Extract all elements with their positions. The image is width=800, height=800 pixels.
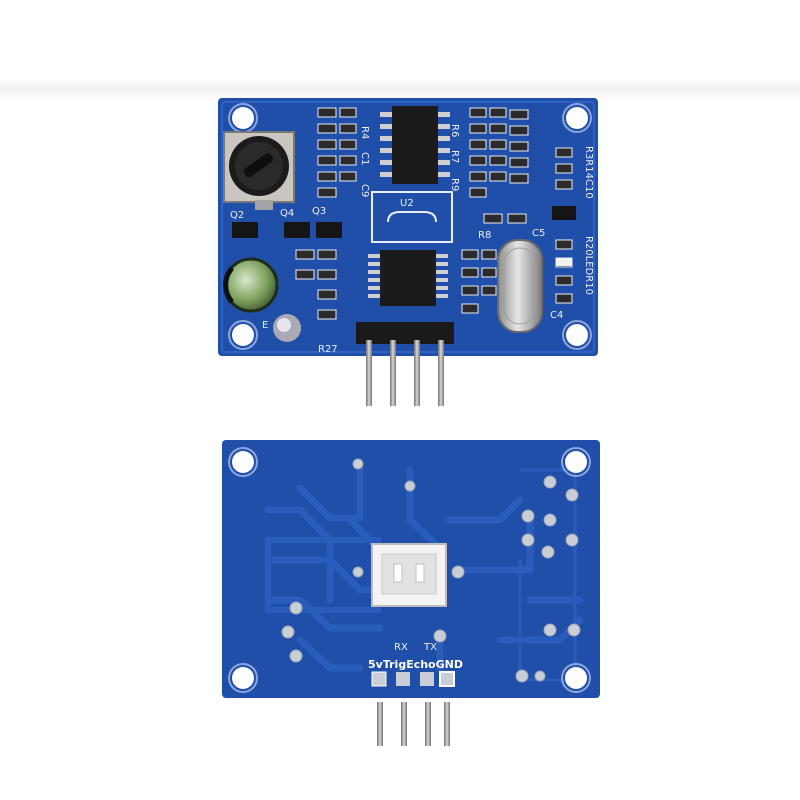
ic-chip-u1 <box>380 106 450 184</box>
led <box>556 258 572 266</box>
label-r27: R27 <box>318 344 338 355</box>
round-component <box>273 314 301 342</box>
jst-connector <box>371 543 447 607</box>
transistors <box>232 206 576 238</box>
label-c1: C1 <box>359 152 370 165</box>
label-c5: C5 <box>532 228 545 239</box>
label-r3r14c10: R3R14C10 <box>583 146 594 199</box>
solder-pads <box>281 458 581 683</box>
label-r8: R8 <box>478 230 491 241</box>
label-e: E <box>262 320 268 331</box>
label-r6: R6 <box>449 124 460 137</box>
mounting-hole <box>562 103 592 133</box>
label-r20ledr10: R20LEDR10 <box>583 236 594 295</box>
potentiometer <box>223 131 295 210</box>
electrolytic-capacitor <box>223 257 279 313</box>
mounting-hole <box>228 103 258 133</box>
label-rx: RX <box>394 642 408 653</box>
label-c4: C4 <box>550 310 563 321</box>
bottom-pcb-board: RX TX 5vTrigEchoGND <box>222 440 600 746</box>
mounting-hole <box>561 447 591 477</box>
top-pcb-board: R4 C1 C9 R6 R7 R9 U2 Q2 Q4 Q3 R8 C5 R3R1… <box>218 98 598 406</box>
crystal-oscillator <box>497 239 543 333</box>
label-r9: R9 <box>449 178 460 191</box>
label-c9: C9 <box>359 184 370 197</box>
mounting-hole <box>561 663 591 693</box>
label-q3: Q3 <box>312 206 326 217</box>
label-r4: R4 <box>359 126 370 139</box>
mounting-hole <box>228 447 258 477</box>
mounting-hole <box>228 663 258 693</box>
label-r7: R7 <box>449 150 460 163</box>
label-q4: Q4 <box>280 208 294 219</box>
pin-header-pads <box>371 671 455 746</box>
label-q2: Q2 <box>230 210 244 221</box>
pin-header-top <box>356 322 454 406</box>
ic-chip-u3 <box>368 250 448 306</box>
label-u2: U2 <box>400 198 414 209</box>
label-pins: 5vTrigEchoGND <box>368 658 463 671</box>
mounting-hole <box>228 320 258 350</box>
mounting-hole <box>562 320 592 350</box>
u2-outline <box>371 191 453 243</box>
label-tx: TX <box>423 642 437 653</box>
